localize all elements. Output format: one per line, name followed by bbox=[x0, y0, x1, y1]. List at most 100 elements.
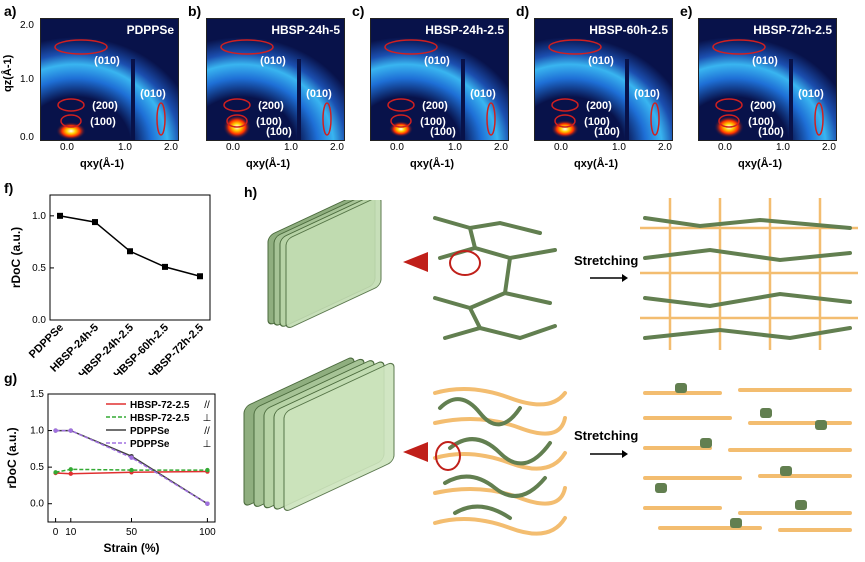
peak-label-010-vertical: (010) bbox=[424, 55, 450, 67]
giwaxs-image bbox=[41, 19, 178, 140]
giwaxs-x-tick: 2.0 bbox=[494, 142, 508, 153]
giwaxs-x-tick: 1.0 bbox=[118, 142, 132, 153]
peak-label-100: (100) bbox=[256, 116, 282, 128]
giwaxs-x-tick: 0.0 bbox=[60, 142, 74, 153]
peak-label-010-horizontal: (010) bbox=[634, 88, 660, 100]
giwaxs-x-tick: 0.0 bbox=[226, 142, 240, 153]
giwaxs-x-tick: 0.0 bbox=[390, 142, 404, 153]
series-line bbox=[55, 470, 208, 475]
data-point bbox=[92, 219, 98, 226]
peak-ellipse-200 bbox=[223, 98, 251, 112]
giwaxs-pattern-b: HBSP-24h-5 bbox=[206, 18, 345, 141]
giwaxs-x-tick: 0.0 bbox=[554, 142, 568, 153]
y-tick-label: 0.5 bbox=[32, 263, 46, 274]
giwaxs-pattern-a: PDPPSe bbox=[40, 18, 179, 141]
stretching-label-bottom: Stretching bbox=[574, 428, 639, 443]
peak-label-200: (200) bbox=[422, 100, 448, 112]
panel-label-e: e) bbox=[680, 3, 693, 19]
peak-label-100: (100) bbox=[584, 116, 610, 128]
stack-top bbox=[267, 200, 382, 328]
peak-ellipse-100 bbox=[718, 114, 740, 128]
network-unstretched-bottom bbox=[430, 378, 570, 538]
peak-label-010-horizontal: (010) bbox=[306, 88, 332, 100]
peak-label-010-horizontal: (010) bbox=[470, 88, 496, 100]
giwaxs-x-axis-label: qxy(Å-1) bbox=[246, 158, 291, 170]
peak-ellipse-010 bbox=[384, 39, 438, 55]
giwaxs-x-axis-label: qxy(Å-1) bbox=[574, 158, 619, 170]
data-point bbox=[205, 467, 210, 473]
data-point bbox=[129, 455, 134, 460]
data-point bbox=[205, 501, 210, 506]
data-point bbox=[53, 470, 58, 475]
y-tick-label: 1.0 bbox=[32, 211, 46, 222]
giwaxs-x-axis-label: qxy(Å-1) bbox=[80, 158, 125, 170]
giwaxs-title: HBSP-72h-2.5 bbox=[753, 23, 832, 37]
giwaxs-x-tick: 1.0 bbox=[612, 142, 626, 153]
peak-label-010-vertical: (010) bbox=[752, 55, 778, 67]
series-line bbox=[55, 468, 208, 473]
arrow-left-bottom bbox=[403, 442, 428, 462]
x-tick-label: 50 bbox=[126, 527, 138, 538]
data-point bbox=[68, 471, 73, 476]
data-point bbox=[57, 212, 63, 219]
giwaxs-image bbox=[535, 19, 672, 140]
peak-overlay: (010)(010)(200)(100)(100) bbox=[712, 39, 824, 138]
peak-ellipse-010-h bbox=[650, 102, 660, 136]
x-tick-label: 0 bbox=[53, 527, 59, 538]
giwaxs-y-axis-label: qz(Å-1) bbox=[2, 54, 14, 92]
giwaxs-x-axis-label: qxy(Å-1) bbox=[410, 158, 455, 170]
legend-label: HBSP-72-2.5 bbox=[130, 413, 190, 424]
peak-label-100-b: (100) bbox=[266, 126, 292, 138]
peak-ellipse-010-h bbox=[156, 102, 166, 136]
peak-ellipse-010 bbox=[54, 39, 108, 55]
peak-label-200: (200) bbox=[258, 100, 284, 112]
network-unstretched-top bbox=[430, 198, 560, 350]
data-point bbox=[68, 428, 73, 433]
panel-label-g: g) bbox=[4, 370, 18, 386]
data-point bbox=[127, 248, 133, 255]
giwaxs-x-tick: 2.0 bbox=[658, 142, 672, 153]
peak-ellipse-200 bbox=[715, 98, 743, 112]
x-tick-label: 100 bbox=[199, 527, 216, 538]
peak-ellipse-010 bbox=[712, 39, 766, 55]
y-axis-label: rDoC (a.u.) bbox=[5, 427, 19, 488]
arrow-right-bottom bbox=[590, 450, 628, 458]
data-point bbox=[129, 467, 134, 473]
peak-overlay: (010)(010)(200)(100)(100) bbox=[548, 39, 660, 138]
giwaxs-x-tick: 2.0 bbox=[164, 142, 178, 153]
data-point bbox=[197, 273, 203, 280]
giwaxs-pattern-c: HBSP-24h-2.5 bbox=[370, 18, 509, 141]
panel-label-h: h) bbox=[244, 184, 258, 200]
giwaxs-y-tick: 2.0 bbox=[20, 20, 34, 31]
peak-overlay: (010)(010)(200)(100)(100) bbox=[384, 39, 496, 138]
giwaxs-title: HBSP-24h-5 bbox=[271, 23, 340, 37]
legend-symbol: // bbox=[204, 400, 210, 411]
peak-label-010-horizontal: (010) bbox=[798, 88, 824, 100]
panel-label-a: a) bbox=[4, 3, 17, 19]
giwaxs-y-tick: 0.0 bbox=[20, 132, 34, 143]
peak-ellipse-100 bbox=[390, 114, 412, 128]
x-tick-label: 10 bbox=[65, 527, 77, 538]
peak-label-010-horizontal: (010) bbox=[140, 88, 166, 100]
network-stretched-top bbox=[640, 198, 858, 350]
arrow-right-top bbox=[590, 274, 628, 282]
giwaxs-x-tick: 1.0 bbox=[776, 142, 790, 153]
peak-label-200: (200) bbox=[92, 100, 118, 112]
y-tick-label: 1.5 bbox=[30, 389, 44, 400]
legend-label: PDPPSe bbox=[130, 426, 170, 437]
peak-label-200: (200) bbox=[586, 100, 612, 112]
data-point bbox=[162, 263, 168, 270]
peak-ellipse-200 bbox=[387, 98, 415, 112]
giwaxs-x-tick: 2.0 bbox=[822, 142, 836, 153]
giwaxs-title: HBSP-24h-2.5 bbox=[425, 23, 504, 37]
peak-label-200: (200) bbox=[750, 100, 776, 112]
panel-label-d: d) bbox=[516, 3, 530, 19]
panel-label-c: c) bbox=[352, 3, 365, 19]
peak-ellipse-100 bbox=[554, 114, 576, 128]
arrow-left-top bbox=[403, 252, 428, 272]
y-tick-label: 1.0 bbox=[30, 426, 44, 437]
giwaxs-pattern-d: HBSP-60h-2.5 bbox=[534, 18, 673, 141]
legend-symbol: ⊥ bbox=[203, 413, 212, 424]
